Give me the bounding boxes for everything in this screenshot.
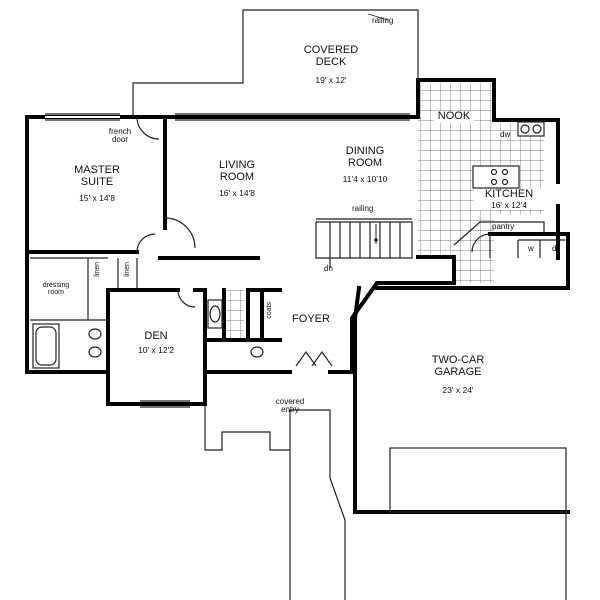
master-suite-dims: 15' x 14'8 (79, 193, 115, 203)
railing-pointer (367, 13, 389, 21)
washer-label: w (528, 244, 534, 253)
coats-label: coats (266, 302, 273, 319)
dryer-label: d (552, 244, 557, 253)
linen-label: linen (94, 262, 101, 277)
foyer-label: FOYER (292, 313, 330, 325)
down-label: dn (324, 264, 333, 273)
interior-lines (30, 113, 567, 600)
den-dims: 10' x 12'2 (138, 345, 174, 355)
covered-deck-dims: 19' x 12' (315, 75, 347, 85)
linen2-label: linen (124, 262, 131, 277)
railing-mid-label: railing (352, 204, 374, 213)
living-room-dims: 16' x 14'8 (219, 188, 255, 198)
garage-dims: 23' x 24' (442, 385, 474, 395)
den-label: DEN (144, 330, 168, 342)
railing-top-label: railing (372, 16, 394, 25)
pantry-label: pantry (492, 222, 515, 231)
dining-room-dims: 11'4 x 10'10 (342, 174, 388, 184)
kitchen-label: KITCHEN (474, 188, 544, 201)
stair-arrow-dot (374, 238, 378, 242)
nook-label: NOOK (434, 110, 474, 123)
dw-label: dw (500, 130, 511, 140)
covered-deck-outline (132, 9, 419, 117)
kitchen-dims: 16' x 12'4 (474, 201, 544, 210)
